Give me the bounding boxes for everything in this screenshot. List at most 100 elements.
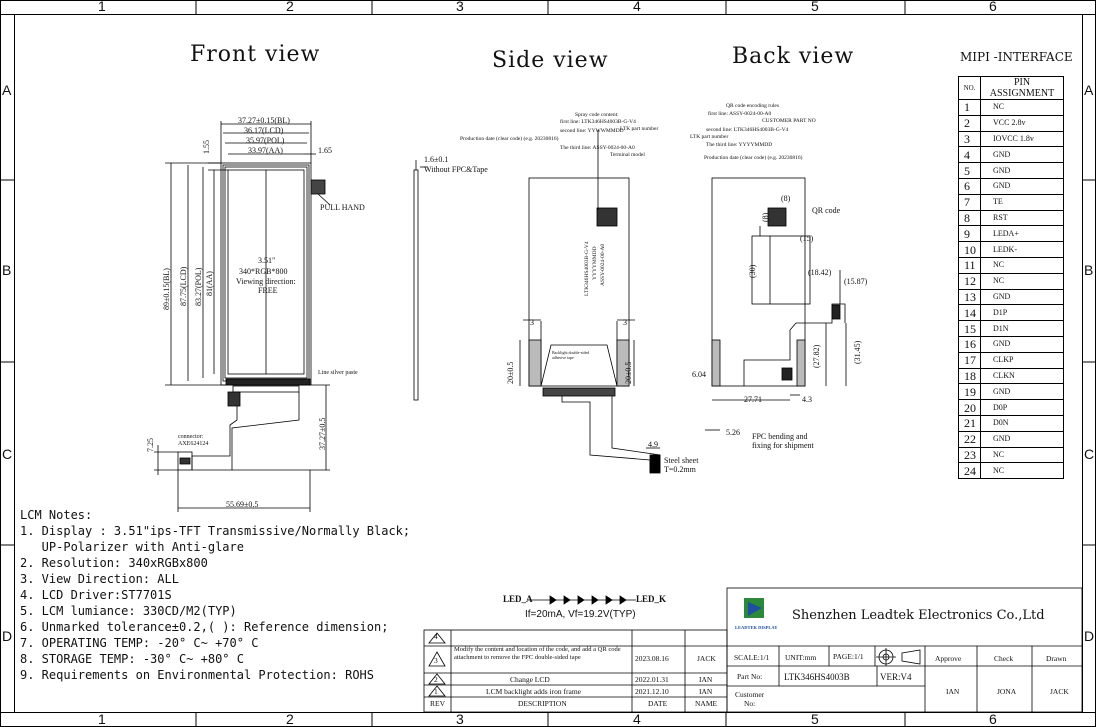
pin-number: 6 (958, 177, 981, 195)
pin-signal: IOVCC 1.8v (980, 130, 1064, 148)
steel-sheet-label: Steel sheet (664, 456, 699, 465)
dim-43: 4.3 (802, 395, 812, 404)
spray-third-line: The third line: ASSY-0024-00-A0 (560, 145, 635, 151)
pin-number: 5 (958, 162, 981, 179)
led-anode-label: LED_A (503, 594, 533, 604)
grid-row-a-right: A (1084, 82, 1094, 98)
dim-lcd-width: 36.17(LCD) (244, 126, 284, 135)
grid-col-6: 6 (989, 0, 997, 14)
pin-signal: GND (980, 383, 1064, 401)
rev-4-num: 4 (434, 632, 438, 641)
dim-165: 1.65 (318, 146, 332, 155)
version-label: VER:V4 (880, 672, 912, 682)
pin-number: 10 (958, 241, 981, 258)
led-spec: If=20mA, Vf=19.2V(TYP) (525, 609, 636, 620)
pin-number: 20 (958, 399, 981, 416)
note-item: 4. LCD Driver:ST7701S (20, 588, 172, 602)
dim-15: (15) (800, 234, 814, 243)
pin-signal: LEDA+ (980, 225, 1064, 243)
pin-signal: GND (980, 146, 1064, 164)
connector-label: connector: (178, 434, 204, 440)
front-view-title: Front view (190, 42, 321, 67)
qr-third-line: The third line: YYYYMMDD (706, 142, 773, 148)
pin-signal: GND (980, 288, 1064, 306)
dim-604: 6.04 (692, 370, 706, 379)
pin-number: 2 (958, 114, 981, 132)
unit-label: UNIT:mm (785, 653, 817, 662)
customer-no-label: No: (744, 699, 756, 708)
projection-symbol-icon (876, 648, 921, 666)
rev-triangles (428, 632, 446, 697)
grid-col-1-bottom: 1 (98, 711, 106, 727)
display-resolution: 340*RGB*800 (239, 267, 288, 276)
back-view-drawing (705, 177, 847, 431)
notes-title: LCM Notes: (20, 508, 93, 522)
dim-1587: (15.87) (844, 277, 868, 286)
logo-text: LEADTEK DISPLAY (735, 625, 778, 630)
dim-bl-height: 89±0.15(BL) (162, 268, 171, 310)
pin-signal: RST (980, 209, 1064, 227)
pin-number: 12 (958, 272, 981, 290)
pull-hand-label: PULL HAND (320, 203, 365, 212)
grid-col-3-bottom: 3 (456, 711, 464, 727)
dim-pol-width: 35.97(POL) (246, 136, 285, 145)
dim-aa-width: 33.97(AA) (248, 146, 283, 155)
dim-1842: (18.42) (808, 268, 832, 277)
dim-3145: (31.45) (853, 340, 862, 364)
pin-number: 4 (958, 146, 981, 164)
pin-number: 23 (958, 446, 981, 464)
pin-number: 19 (958, 383, 981, 401)
spray-code-title: Spray code content: (575, 112, 619, 118)
rev-header: REV (430, 699, 445, 708)
dim-526: 5.26 (726, 428, 740, 437)
spray-second-line: second line: YYWWMMDD (560, 128, 624, 134)
check-header: Check (994, 654, 1014, 663)
pin-signal: GND (980, 335, 1064, 353)
date-header: DATE (648, 699, 668, 708)
dim-3-right: 3 (623, 318, 627, 327)
spray-first-line: first line: LTK346HS4003B-G-V4 (560, 119, 636, 125)
grid-row-b: B (2, 262, 12, 278)
qr-production-date: Production date (clear code) (e.g. 20230… (704, 155, 803, 161)
part-no-label: Part No: (737, 672, 763, 681)
rev-1-date: 2021.12.10 (635, 687, 669, 696)
pin-signal: NC (980, 99, 1064, 116)
tape-note: Backlight double-sided adhesive tape (552, 350, 590, 360)
dim-aa-height: 81(AA) (205, 271, 214, 296)
pin-signal: NC (980, 256, 1064, 274)
pin-signal: NC (980, 446, 1064, 464)
grid-col-5: 5 (811, 0, 819, 14)
mipi-interface-title: MIPI -INTERFACE (960, 50, 1073, 64)
grid-row-c-right: C (1084, 446, 1095, 462)
drawn-header: Drawn (1046, 654, 1067, 663)
qr-first-line: first line: ASSY-0024-00-A0 (708, 111, 772, 117)
pin-signal: VCC 2.8v (980, 114, 1064, 132)
note-item: 9. Requirements on Environmental Protect… (20, 668, 375, 682)
grid-row-b-right: B (1084, 262, 1094, 278)
grid-col-3: 3 (456, 0, 464, 14)
rev-2-num: 2 (434, 675, 438, 684)
rev-2-desc: Change LCD (510, 675, 550, 684)
fpc-note-1: FPC bending and (752, 432, 808, 441)
grid-col-2: 2 (286, 0, 294, 14)
description-header: DESCRIPTION (518, 699, 567, 708)
company-logo (744, 598, 764, 618)
pin-number: 15 (958, 320, 981, 337)
title-block-grid (423, 587, 1083, 713)
thickness-label: 1.6±0.1 (424, 155, 449, 164)
